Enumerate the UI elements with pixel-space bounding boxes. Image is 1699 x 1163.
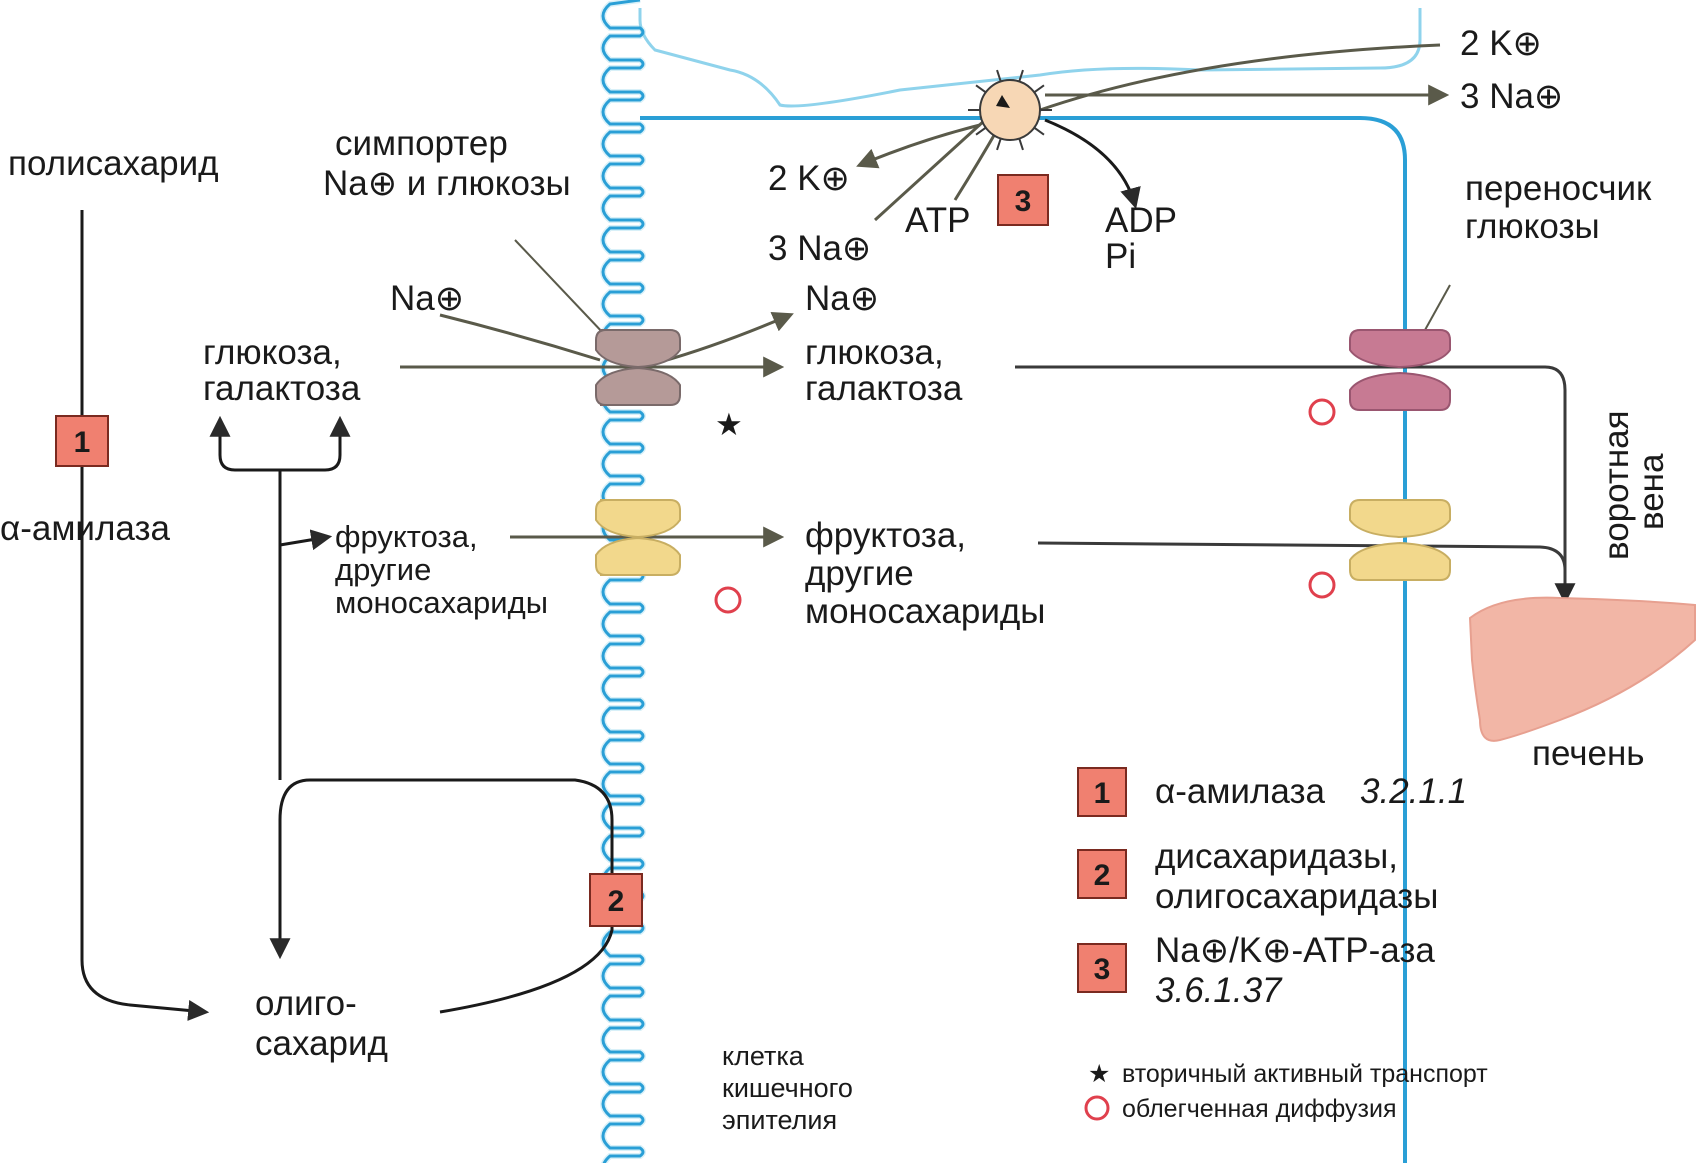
na-outside-label: Na⊕	[390, 279, 464, 318]
liver-shape	[1470, 598, 1695, 741]
legend-3-text: Na⊕/K⊕-ATP-аза	[1155, 931, 1435, 970]
microvilli-brush-border	[603, 0, 643, 1163]
facilitated-diffusion-marker-1	[716, 588, 740, 612]
polysaccharide-arrow	[82, 210, 205, 1012]
enzyme-box-3: 3	[998, 175, 1048, 225]
k-out-label: 2 K⊕	[1460, 24, 1542, 63]
pi-label: Pi	[1105, 237, 1136, 276]
cell-label-3: эпителия	[722, 1105, 837, 1135]
cell-membrane-top	[640, 118, 1405, 1163]
glucose-carrier-label-1: переносчик	[1465, 169, 1652, 208]
polysaccharide-label: полисахарид	[8, 144, 219, 183]
pump-ray	[1034, 85, 1044, 92]
microvilli-outline	[603, 0, 643, 1163]
svg-text:1: 1	[74, 426, 91, 459]
k-in-label: 2 K⊕	[768, 159, 850, 198]
glucose-inside-2: галактоза	[805, 369, 963, 408]
legend-diffusion-icon	[1086, 1097, 1108, 1119]
legend-1-text: α-амилаза	[1155, 772, 1326, 811]
portal-vein-label-1: воротная	[1597, 410, 1636, 560]
atp-line	[955, 125, 1000, 200]
fructose-inside-3: моносахариды	[805, 592, 1045, 631]
fructose-outside-1: фруктоза,	[335, 519, 478, 554]
glucose-carrier-label-2: глюкозы	[1465, 207, 1600, 246]
cell-label-1: клетка	[722, 1041, 805, 1071]
svg-text:2: 2	[608, 885, 625, 918]
glucose-branch-arrows	[220, 420, 280, 470]
cell-label-2: кишечного	[722, 1073, 853, 1103]
svg-text:3: 3	[1015, 185, 1032, 218]
liver-label: печень	[1532, 734, 1645, 773]
carrier-pointer	[1425, 285, 1450, 330]
legend-2-text: дисахаридазы,	[1155, 837, 1398, 876]
glucose-inside-1: глюкоза,	[805, 333, 944, 372]
enzyme-box-1: 1	[56, 416, 108, 466]
oligo-label-1: олиго-	[255, 984, 357, 1023]
legend-1-num: 1	[1094, 777, 1111, 810]
na-inside-label: Na⊕	[805, 279, 879, 318]
oligo-return-line	[280, 780, 612, 1012]
symporter-label-1: симпортер	[335, 124, 508, 163]
adp-arrow	[1045, 120, 1135, 205]
legend-star-icon: ★	[1088, 1060, 1110, 1088]
k-in-arrow	[860, 125, 980, 165]
symporter-label-2: Na⊕ и глюкозы	[323, 164, 571, 203]
legend-2-text2: олигосахаридазы	[1155, 877, 1438, 916]
oligo-label-2: сахарид	[255, 1024, 388, 1063]
fructose-inside-1: фруктоза,	[805, 516, 966, 555]
pump-ray	[997, 139, 1001, 150]
legend: 1 α-амилаза 3.2.1.1 2 дисахаридазы, олиг…	[1078, 768, 1488, 1123]
secondary-active-star: ★	[715, 407, 743, 442]
fructose-to-vein	[1038, 543, 1565, 570]
symporter-pointer	[515, 240, 605, 335]
portal-vein-label-2: вена	[1632, 453, 1671, 530]
fructose-outside-2: другие	[335, 552, 431, 587]
fructose-outside-3: моносахариды	[335, 585, 548, 620]
legend-3-num: 3	[1094, 953, 1111, 986]
pump-ray	[1034, 128, 1044, 135]
legend-1-code: 3.2.1.1	[1360, 772, 1467, 811]
adp-label: ADP	[1105, 201, 1177, 240]
pump-ray	[1019, 139, 1023, 150]
glucose-to-vein	[1015, 367, 1565, 600]
na-in-arrow	[440, 315, 600, 360]
na-out-label: 3 Na⊕	[1460, 77, 1563, 116]
enzyme-box-2: 2	[590, 874, 642, 926]
legend-2-num: 2	[1094, 859, 1111, 892]
facilitated-diffusion-marker-3	[1310, 573, 1334, 597]
glucose-branch-arrow-right	[280, 420, 340, 470]
legend-facilitated: облегченная диффузия	[1122, 1095, 1397, 1123]
fructose-inside-2: другие	[805, 554, 914, 593]
amylase-label: α-амилаза	[0, 509, 171, 548]
glucose-outside-2: галактоза	[203, 369, 361, 408]
glucose-outside-1: глюкоза,	[203, 333, 342, 372]
pump-ray	[976, 85, 986, 92]
fructose-transporter-basolateral	[1350, 500, 1450, 580]
facilitated-diffusion-marker-2	[1310, 400, 1334, 424]
k-out-line	[1040, 45, 1440, 110]
legend-secondary-active: вторичный активный транспорт	[1122, 1060, 1488, 1088]
glucose-transporter-basolateral	[1350, 330, 1450, 410]
atp-label: ATP	[905, 201, 970, 240]
na-in-pump-label: 3 Na⊕	[768, 229, 871, 268]
legend-3-code: 3.6.1.37	[1155, 971, 1283, 1010]
fructose-branch-arrow	[280, 537, 328, 545]
